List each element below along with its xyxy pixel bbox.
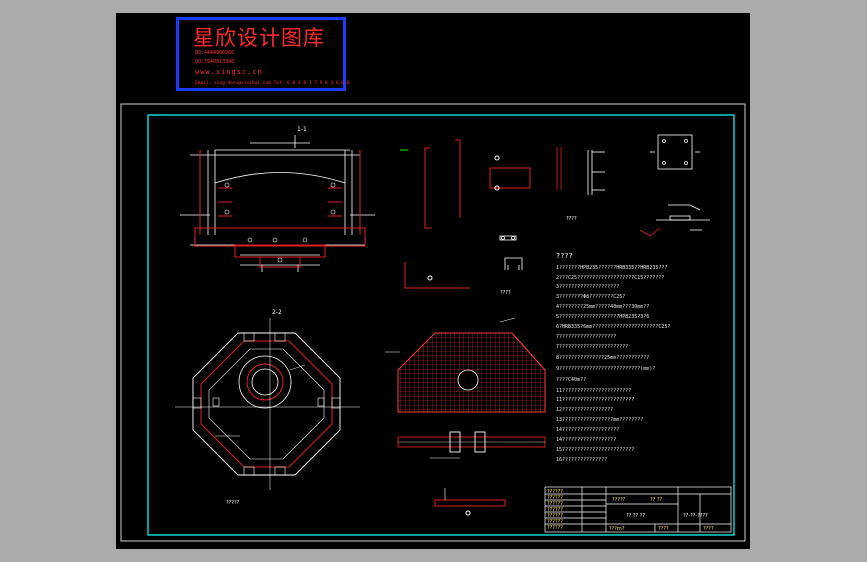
watermark-email: Email: xing-desx@xinzhai.com Tel: 0 8 3 … [195, 81, 350, 86]
section-1-1-label: 1-1 [297, 126, 307, 133]
note-line: 5????????????????????HPB235?3?6 [556, 314, 650, 320]
anchor-detail [639, 204, 710, 237]
title-block-row: ?????? [547, 489, 563, 495]
inner-border [147, 114, 735, 536]
step-ladder-detail [556, 147, 605, 195]
drawing-title: ??.?? ?? [626, 513, 646, 519]
note-line: 6?HRB335?6mm??????????????????????C25? [556, 324, 671, 330]
rebar-detail-bent-bar [400, 139, 461, 229]
section-1-1-red-parts [194, 150, 366, 268]
note-line: 8???????????????25mm??????????? [556, 355, 650, 361]
drawing-code: ??-??-???? [683, 513, 708, 519]
note-line: 1???????HPB235??????HRB335??HRB235??? [556, 265, 668, 271]
plan-caption: ????? [226, 500, 240, 506]
section-1-1-rebar-circles [224, 182, 336, 263]
note-line: 7??????????????????? [556, 334, 617, 340]
base-plate-detail [650, 134, 700, 170]
outer-frame [120, 103, 746, 542]
octagon-plan [175, 318, 360, 490]
watermark-website: www.xingsc.cn [195, 68, 263, 76]
note-line: 14??????????????????? [556, 427, 620, 433]
cover-opening [457, 369, 479, 391]
note-line: 14?????????????????? [556, 437, 617, 443]
title-block [544, 486, 732, 533]
note-line: 4????????25mm?????40mm???30mm?? [556, 304, 650, 310]
title-block-row: ?????? [547, 501, 563, 507]
watermark-qq-1: QQ:4444966966 [195, 50, 235, 56]
octagon-plan-joints [192, 332, 341, 476]
watermark-qq-2: QQ:7540813398 [195, 59, 235, 65]
joint-detail-small [434, 488, 506, 516]
title-block-row: ?????? [547, 513, 563, 519]
note-line: 3???????????????????? [556, 284, 620, 290]
rebar-detail-square [489, 155, 531, 191]
note-line: 13?????????????????mm???????? [556, 417, 644, 423]
notes-title: ???? [556, 252, 573, 260]
note-line: 15???????????????????????? [556, 447, 635, 453]
title-block-row: ?????? [547, 519, 563, 525]
title-block-scale: ???m? [609, 526, 625, 532]
rebar-detail-U [504, 257, 523, 270]
section-2-2-label: 2-2 [272, 309, 282, 316]
drawing-sheet [116, 13, 750, 549]
note-line: 7??????????????????????? [556, 344, 629, 350]
title-block-row: ?????? [547, 495, 563, 501]
rebar-detail-L [404, 262, 470, 289]
cover-section-strip [397, 431, 546, 459]
watermark-title: 星欣设计图库 [193, 26, 325, 50]
note-line: 12????????????????? [556, 407, 614, 413]
note-line: 16??????????????? [556, 457, 608, 463]
note-line: 11???????????????????????? [556, 397, 635, 403]
rebar-caption: ???? [500, 290, 511, 296]
watermark-stamp: 星欣设计图库 QQ:4444966966 QQ:7540813398 www.x… [176, 17, 350, 91]
title-block-sheet: ???? [658, 526, 669, 532]
section-1-1-drawing [180, 135, 375, 272]
title-block-heading-1: ????? [612, 497, 626, 503]
note-line: 2???C25???????????????????C15??????? [556, 275, 665, 281]
title-block-row: ?????? [547, 525, 563, 531]
note-line: 11??????????????????????? [556, 388, 632, 394]
title-block-row: ?????? [547, 507, 563, 513]
note-line: 3????????Φ8????????C25? [556, 294, 626, 300]
note-line: 9???????????????????????????(mm)? [556, 366, 656, 372]
rebar-detail-hook [499, 235, 517, 241]
joint-caption: ???? [566, 216, 577, 222]
title-block-heading-2: ?? ?? [650, 497, 663, 503]
note-line: ????C40m?? [556, 377, 587, 383]
title-block-cell: ???? [703, 526, 714, 532]
